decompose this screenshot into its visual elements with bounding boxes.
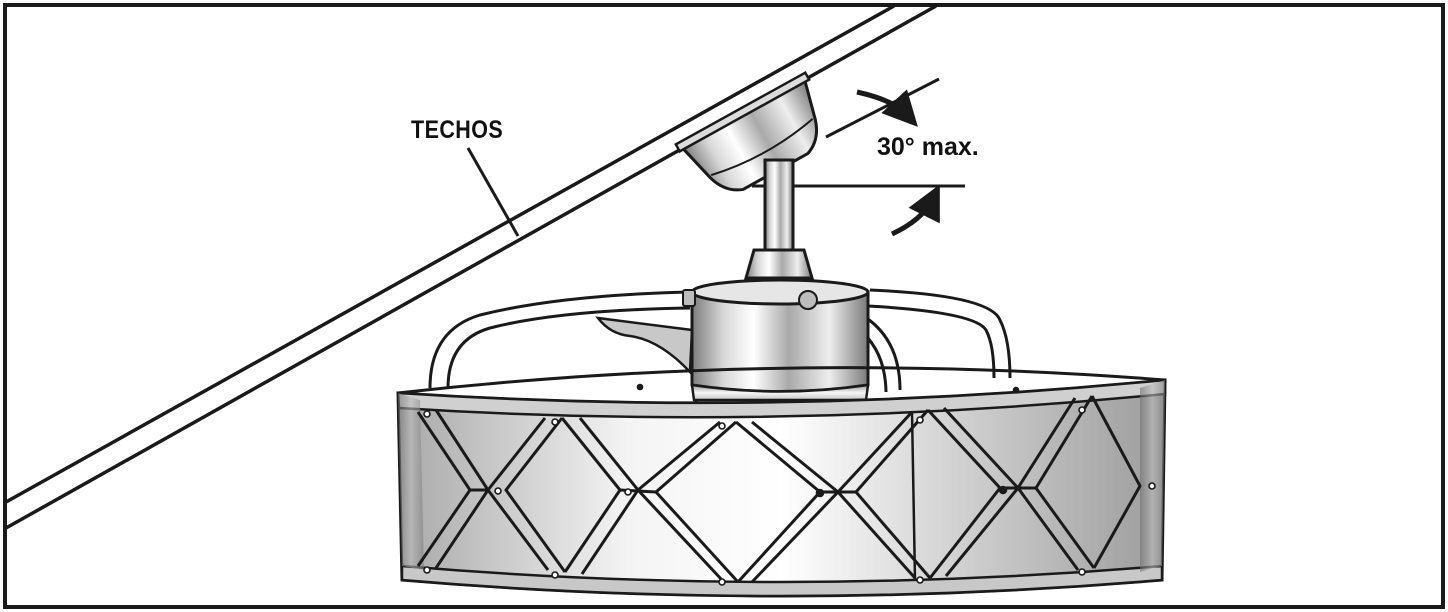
ceiling-leader-line <box>466 147 520 237</box>
ceiling-label: TECHOS <box>411 116 504 144</box>
cage-rivets <box>423 383 1156 586</box>
diagram-frame <box>3 3 1445 609</box>
motor-housing <box>682 278 870 418</box>
max-angle-label: 30° max. <box>877 133 979 161</box>
rotation-arrows <box>856 89 940 237</box>
downrod <box>744 158 814 280</box>
